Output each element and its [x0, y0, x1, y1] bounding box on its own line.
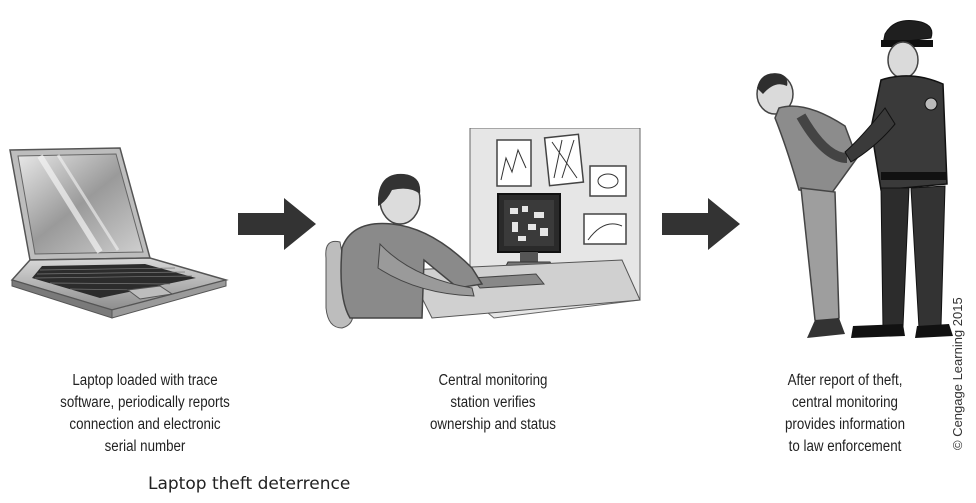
caption-line: Central monitoring — [438, 372, 548, 389]
caption-line: After report of theft, — [787, 372, 903, 389]
step-1-caption: Laptop loaded with trace software, perio… — [38, 370, 253, 458]
caption-line: ownership and status — [430, 416, 556, 433]
copyright-notice: © Cengage Learning 2015 — [950, 297, 965, 450]
step-2-caption: Central monitoring station verifies owne… — [386, 370, 601, 436]
monitoring-station-illustration — [325, 128, 641, 329]
caption-line: software, periodically reports — [60, 394, 230, 411]
caption-line: provides information — [784, 416, 906, 433]
arrow-right-icon — [238, 198, 316, 250]
laptop-illustration — [9, 147, 229, 319]
caption-line: to law enforcement — [788, 438, 902, 455]
caption-line: station verifies — [450, 394, 536, 411]
caption-line: connection and electronic — [69, 416, 221, 433]
arrow-right-icon — [662, 198, 740, 250]
figure-title: Laptop theft deterrence — [148, 474, 351, 494]
step-3-caption: After report of theft, central monitorin… — [738, 370, 953, 458]
police-arrest-illustration — [756, 20, 953, 338]
caption-line: Laptop loaded with trace — [72, 372, 218, 389]
caption-line: central monitoring — [792, 394, 898, 411]
caption-line: serial number — [104, 438, 186, 455]
